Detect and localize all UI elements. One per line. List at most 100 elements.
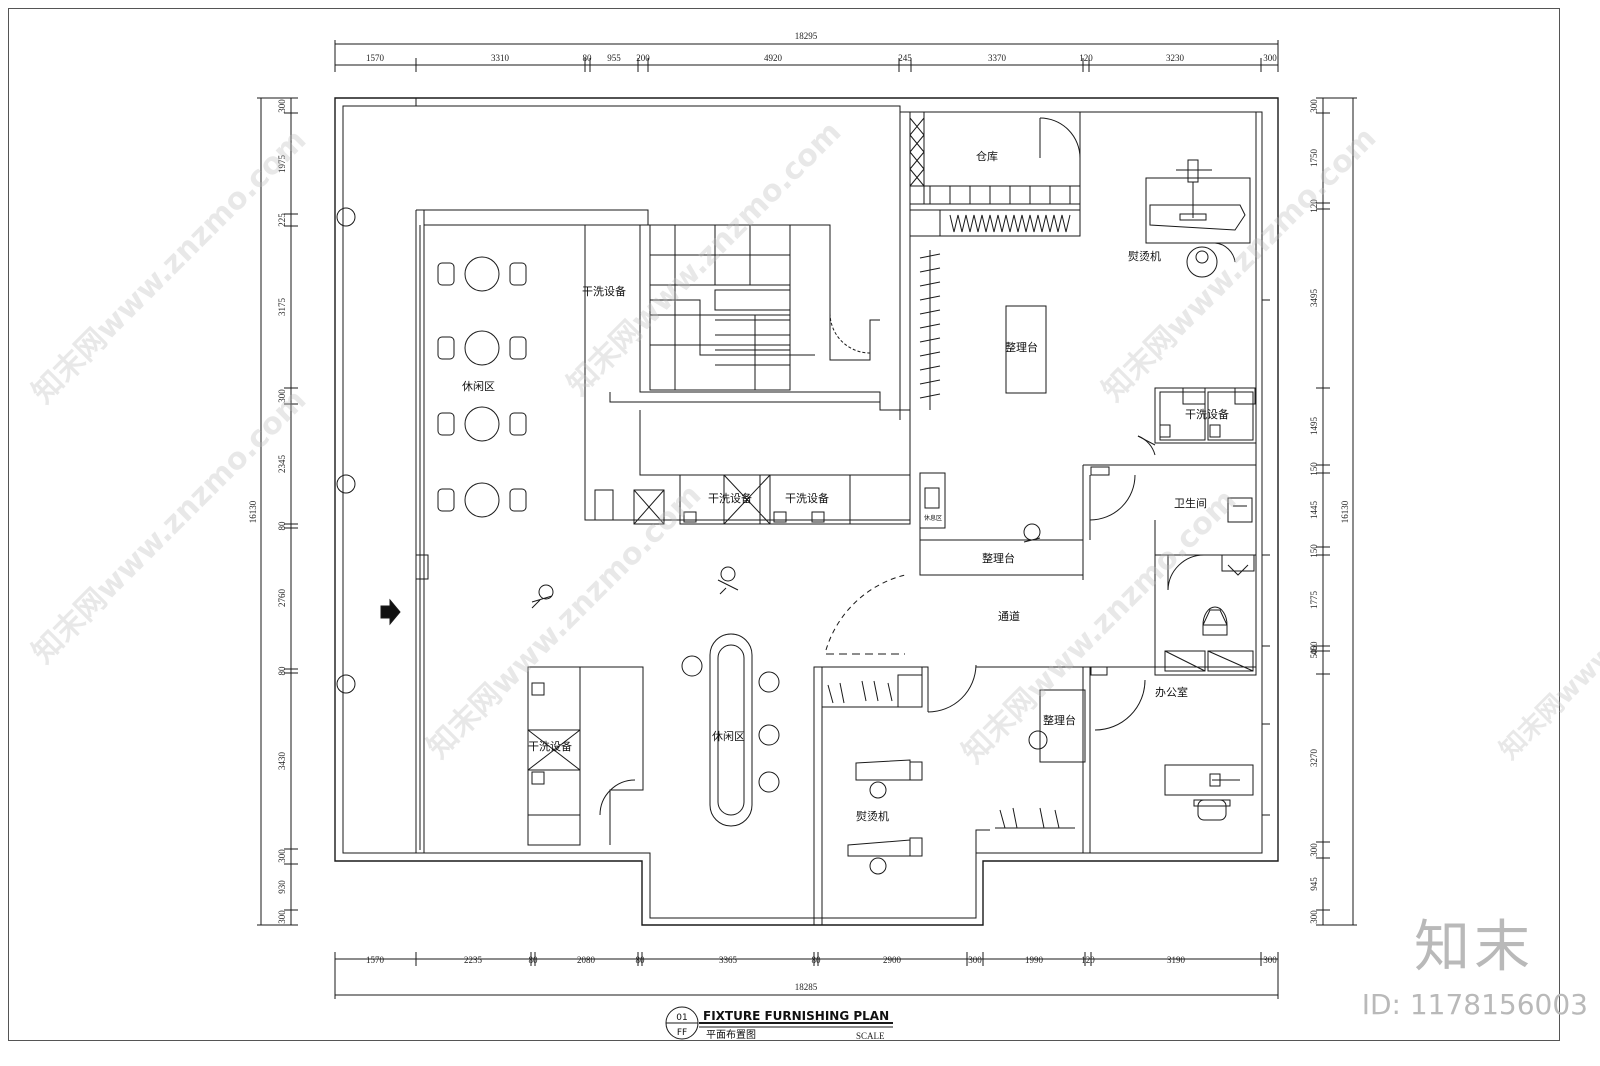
image-id-watermark: ID: 1178156003 xyxy=(1361,988,1588,1021)
left-dim-label: 300 xyxy=(277,389,287,403)
ironing-lower-room xyxy=(813,664,1083,925)
right-dim-label: 1495 xyxy=(1309,417,1319,436)
room-lounge-center: 休闲区 xyxy=(712,729,745,743)
room-ironing-top: 熨烫机 xyxy=(1128,249,1161,263)
right-dim-label: 1775 xyxy=(1309,591,1319,610)
right-dim-label: 50 xyxy=(1309,641,1319,651)
right-dim-label: 150 xyxy=(1309,462,1319,476)
ironing-machine-top xyxy=(1145,159,1251,278)
bottom-dim-label: 300 xyxy=(1263,955,1277,965)
right-dim-label: 150 xyxy=(1309,544,1319,558)
left-dim-label: 80 xyxy=(277,666,287,676)
room-dryclean-mid-1: 干洗设备 xyxy=(708,491,752,505)
bottom-dim-label: 2080 xyxy=(577,955,596,965)
left-dim-label: 300 xyxy=(277,849,287,863)
room-corridor: 通道 xyxy=(998,609,1020,623)
left-dim-label: 3430 xyxy=(277,752,287,771)
outer-wall xyxy=(334,97,1279,926)
bottom-total-dim-label: 18285 xyxy=(795,982,818,992)
bottom-dim-label: 3190 xyxy=(1167,955,1186,965)
drawing-code: FF xyxy=(677,1028,687,1038)
right-dim-label: 50 xyxy=(1309,649,1319,659)
drawing-subtitle: 平面布置图 xyxy=(706,1029,756,1041)
stair-core xyxy=(584,224,911,521)
bathroom xyxy=(1082,464,1257,676)
left-dim-label: 2760 xyxy=(277,589,287,608)
top-dim-label: 3230 xyxy=(1166,53,1185,63)
top-dim-label: 1570 xyxy=(366,53,385,63)
top-dim-label: 120 xyxy=(1079,53,1093,63)
top-dim-label: 3370 xyxy=(988,53,1007,63)
office xyxy=(1028,666,1256,853)
room-bathroom: 卫生间 xyxy=(1174,496,1207,510)
lounge-tables xyxy=(437,256,527,518)
top-dim-label: 245 xyxy=(898,53,912,63)
bottom-dim-label: 2900 xyxy=(883,955,902,965)
inner-wall xyxy=(342,105,1263,919)
brand-watermark: 知末 xyxy=(1414,915,1534,980)
room-dryclean-left: 干洗设备 xyxy=(528,739,572,753)
center-long-table xyxy=(681,633,780,827)
top-dim-ticks xyxy=(334,40,1279,72)
bottom-dim-ticks xyxy=(334,952,1279,999)
right-total-dim-label: 16130 xyxy=(1340,500,1350,523)
left-dim-label: 300 xyxy=(277,99,287,113)
right-dim-label: 3270 xyxy=(1309,749,1319,768)
lounge-top-wall xyxy=(416,209,649,226)
left-dim-label: 225 xyxy=(277,213,287,227)
top-dim-label: 300 xyxy=(1263,53,1277,63)
left-dim-ticks xyxy=(257,97,298,926)
storefront-glazing xyxy=(415,210,429,853)
right-dim-label: 1750 xyxy=(1309,149,1319,168)
drawing-title: FIXTURE FURNISHING PLAN xyxy=(703,1009,889,1023)
bottom-dim-label: 1990 xyxy=(1025,955,1044,965)
right-dim-label: 945 xyxy=(1309,877,1319,891)
bottom-dim-label: 3365 xyxy=(719,955,738,965)
right-dim-label: 40 xyxy=(1309,645,1319,655)
drawing-number: 01 xyxy=(676,1013,687,1023)
left-dim-label: 300 xyxy=(277,910,287,924)
right-dim-label: 300 xyxy=(1309,99,1319,113)
sorting-table xyxy=(1005,305,1047,394)
top-dim-label: 4920 xyxy=(764,53,783,63)
dryclean-mid-units xyxy=(594,474,911,525)
right-dim-label: 120 xyxy=(1309,199,1319,213)
room-sorting-counter: 整理台 xyxy=(982,551,1015,565)
scale-label: SCALE xyxy=(856,1031,885,1041)
bottom-dim-label: 80 xyxy=(529,955,539,965)
columns xyxy=(336,207,356,694)
right-dim-label: 1445 xyxy=(1309,501,1319,520)
drawing-border xyxy=(8,8,1560,1041)
top-total-dim-label: 18295 xyxy=(795,31,818,41)
top-dim-label: 955 xyxy=(607,53,621,63)
corridor-arc xyxy=(825,574,906,651)
top-dim-label: 200 xyxy=(636,53,650,63)
bottom-dim-label: 300 xyxy=(968,955,982,965)
bottom-dim-label: 80 xyxy=(636,955,646,965)
title-block xyxy=(665,1006,893,1040)
room-dryclean-right: 干洗设备 xyxy=(1185,407,1229,421)
left-dim-label: 2345 xyxy=(277,455,287,474)
garment-rack xyxy=(919,250,941,410)
right-dim-label: 300 xyxy=(1309,910,1319,924)
room-small-label: 休息区 xyxy=(924,514,942,522)
room-sorting-lower: 整理台 xyxy=(1043,713,1076,727)
entrance-arrow-icon xyxy=(380,598,401,626)
bottom-dim-label: 120 xyxy=(1081,955,1095,965)
right-dim-ticks xyxy=(1316,97,1357,926)
warehouse-walls xyxy=(899,111,1081,420)
left-dim-label: 3175 xyxy=(277,298,287,317)
dryclean-right-unit xyxy=(1137,387,1257,465)
left-dim-label: 1975 xyxy=(277,155,287,174)
left-dim-label: 80 xyxy=(277,521,287,531)
bottom-dim-label: 2235 xyxy=(464,955,483,965)
sorting-counter-area xyxy=(919,465,1084,576)
room-lounge-top: 休闲区 xyxy=(462,379,495,393)
left-total-dim-label: 16130 xyxy=(248,500,258,523)
bottom-dim-label: 1570 xyxy=(366,955,385,965)
people-figures xyxy=(531,566,739,609)
room-dryclean-top: 干洗设备 xyxy=(582,284,626,298)
bottom-dim-label: 80 xyxy=(812,955,822,965)
